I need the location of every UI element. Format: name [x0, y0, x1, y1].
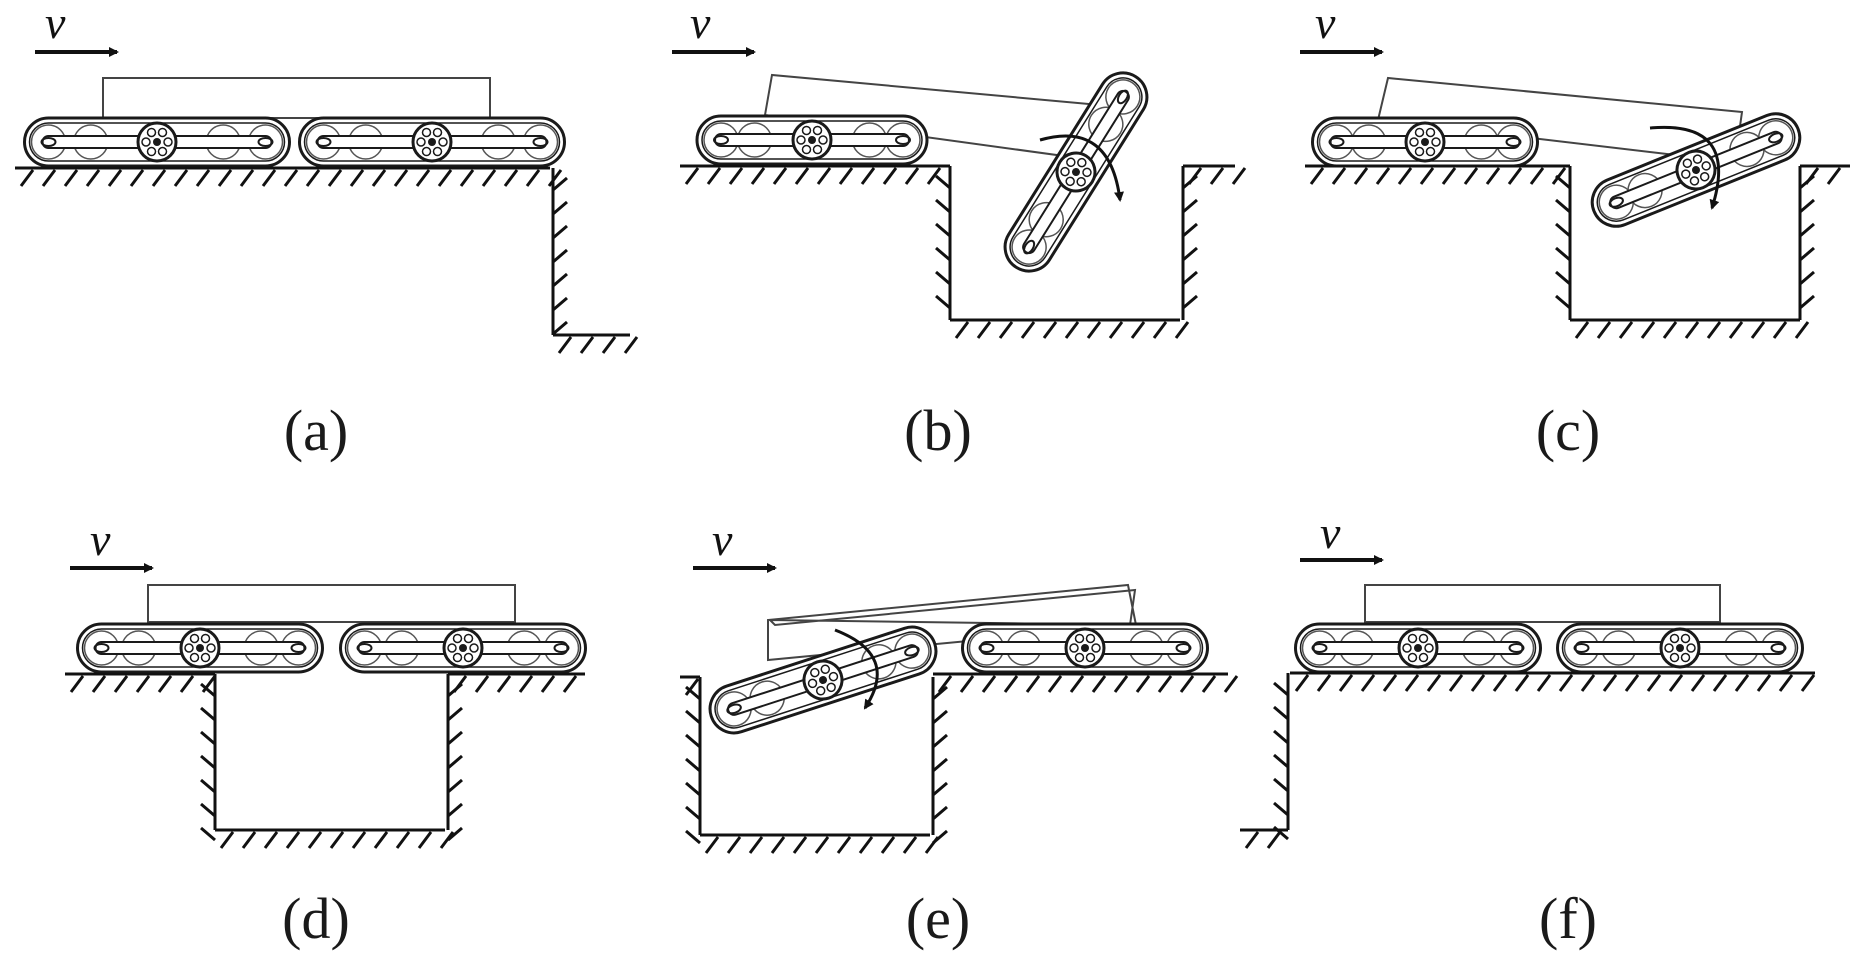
robot-body-c: [1376, 76, 1744, 164]
track-module-c-front: [1590, 112, 1802, 228]
track-module-b-rear: [695, 114, 929, 166]
wall-f: [1273, 673, 1290, 841]
wall-a: [551, 168, 568, 336]
ground-c-bottom: [1570, 318, 1810, 339]
velocity-label-f: v: [1320, 507, 1341, 558]
panel-label-b: (b): [904, 398, 972, 463]
robot-body-d: [147, 584, 516, 623]
track-module-f-front: [1556, 622, 1804, 674]
track-module-a-front: [298, 116, 566, 168]
ground-c-top-left: [1305, 164, 1570, 185]
velocity-label-b: v: [690, 0, 711, 48]
panel-label-a: (a): [284, 398, 348, 463]
ground-b-bottom: [950, 318, 1190, 339]
robot-body-a: [102, 77, 491, 119]
velocity-label-a: v: [45, 0, 66, 48]
track-module-f-rear: [1294, 622, 1542, 674]
ground-c-top-right: [1800, 164, 1850, 185]
ground-d-bottom: [215, 828, 455, 849]
wall-d-right: [446, 674, 463, 842]
track-module-d-front: [339, 622, 587, 674]
wall-b-left: [935, 166, 952, 320]
wall-e-left: [685, 677, 702, 845]
wall-c-left: [1555, 166, 1572, 320]
panel-label-d: (d): [282, 886, 350, 951]
panel-label-c: (c): [1536, 398, 1600, 463]
ground-e-bottom: [700, 833, 940, 854]
ground-a-bottom: [553, 333, 639, 354]
track-module-c-rear: [1311, 116, 1539, 168]
wall-c-right: [1798, 166, 1815, 320]
rotation-arrow-c: [1649, 125, 1721, 210]
ground-d-top-right: [448, 672, 585, 693]
velocity-label-d: v: [90, 514, 111, 565]
ground-b-top-left: [680, 164, 950, 185]
rotation-arrow-e: [834, 628, 879, 710]
ground-b-top-right: [1183, 164, 1247, 185]
velocity-label-c: v: [1315, 0, 1336, 48]
ground-d-top-left: [65, 672, 217, 693]
wall-e-right: [931, 677, 948, 845]
ground-f-top: [1290, 671, 1816, 692]
panel-label-e: (e): [906, 886, 970, 951]
wall-d-left: [200, 674, 217, 842]
wall-b-right: [1181, 166, 1198, 320]
panel-label-f: (f): [1539, 886, 1597, 951]
track-module-a-rear: [23, 116, 291, 168]
ground-f-bottom: [1240, 828, 1288, 849]
robot-body-e: [767, 588, 1137, 627]
rotation-arrow-b: [1039, 134, 1124, 202]
velocity-label-e: v: [712, 514, 733, 565]
track-module-e-rear: [708, 625, 938, 735]
ground-e-top-right: [933, 672, 1239, 693]
ground-e-top-left: [680, 675, 700, 696]
track-module-d-rear: [76, 622, 324, 674]
robot-body-f: [1364, 584, 1721, 623]
ground-a-top: [15, 166, 563, 187]
track-module-b-front: [1003, 71, 1149, 273]
track-module-e-front: [961, 622, 1209, 674]
